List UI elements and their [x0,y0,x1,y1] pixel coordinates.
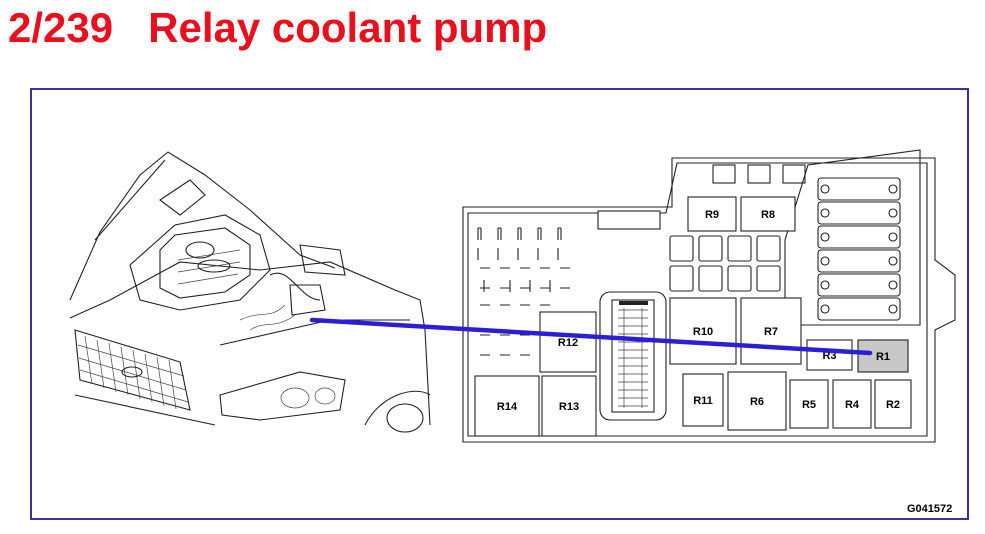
relay-r1-label: R1 [876,351,890,363]
relay-r9 [687,196,737,232]
page-title: 2/239 Relay coolant pump [8,2,547,54]
relay-r6 [727,371,787,431]
relay-r5-label: R5 [802,399,816,411]
pointer-line [309,317,873,356]
relay-r13 [541,375,597,437]
relay-r2 [874,379,912,429]
relay-r10-label: R10 [693,326,713,338]
relay-r8 [740,196,796,232]
relay-r9-label: R9 [705,209,719,221]
title-text: Relay coolant pump [148,4,548,51]
relay-r12 [539,311,597,373]
mini-fuse-grid [669,235,781,292]
relay-r14 [474,375,540,437]
fuse-holder [817,177,901,321]
spare-slots [477,227,570,356]
relay-r5 [789,379,829,429]
relay-r7 [740,297,802,365]
center-connector [599,291,667,421]
relay-r6-label: R6 [750,396,764,408]
relay-r4 [832,379,872,429]
relay-r10 [669,297,737,365]
relay-r14-label: R14 [497,401,518,413]
relay-r11-label: R11 [693,395,713,407]
relay-r4-label: R4 [845,399,860,411]
title-number: 2/239 [8,4,114,51]
diagram-frame [30,88,969,520]
relay-r13-label: R13 [559,401,579,413]
car-engine-illustration [69,151,431,433]
relay-r2-label: R2 [886,399,900,411]
relay-r1 [857,339,909,373]
relay-r8-label: R8 [761,209,775,221]
relay-r11 [682,373,724,427]
relay-r3 [806,339,853,371]
relay-r12-label: R12 [558,337,578,349]
figure-code: G041572 [907,503,952,515]
relay-r7-label: R7 [764,326,778,338]
